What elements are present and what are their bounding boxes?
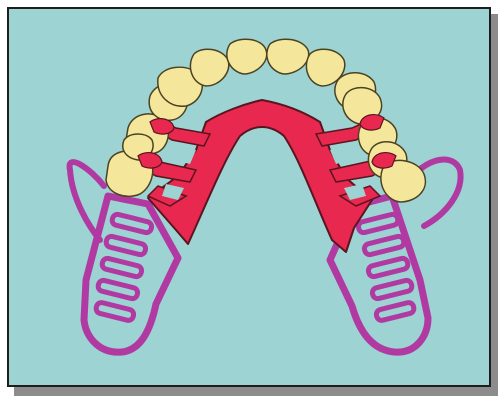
denture-diagram bbox=[0, 0, 499, 397]
partial-denture-illustration bbox=[0, 0, 499, 397]
